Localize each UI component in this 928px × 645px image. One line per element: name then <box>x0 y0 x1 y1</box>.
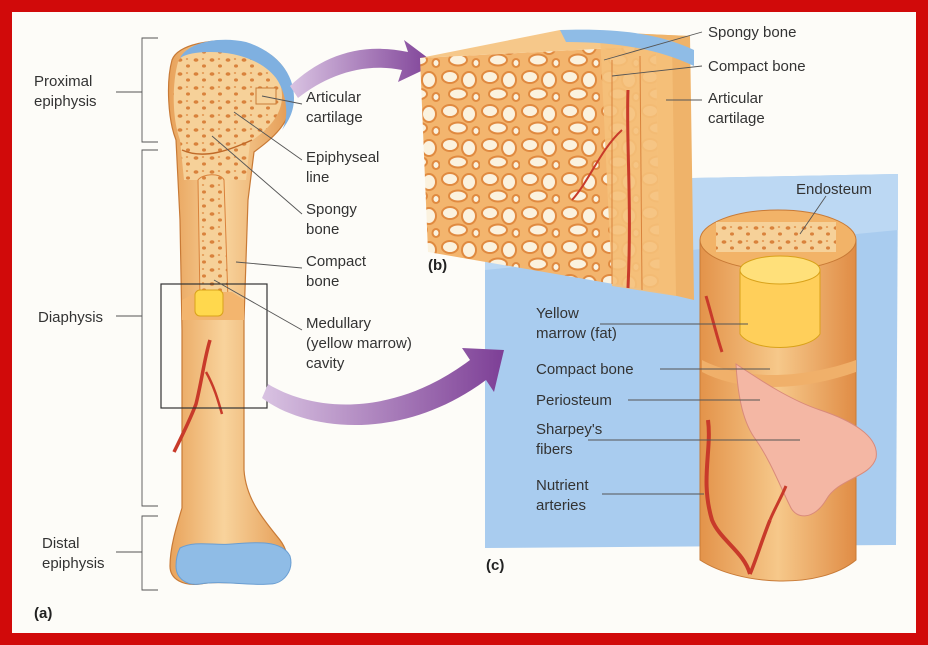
bracket-proximal <box>116 38 158 142</box>
long-bone <box>169 40 294 585</box>
label-epiphyseal-line: Epiphyseal line <box>306 149 384 186</box>
label-endosteum: Endosteum <box>796 181 872 198</box>
label-compact-bone-b: Compact bone <box>708 58 806 75</box>
label-diaphysis: Diaphysis <box>38 309 103 326</box>
panel-label-b: (b) <box>428 257 447 274</box>
panel-label-c: (c) <box>486 557 504 574</box>
arrow-to-c <box>262 348 504 425</box>
label-spongy-bone-b: Spongy bone <box>708 24 796 41</box>
label-distal-epiphysis: Distal epiphysis <box>42 535 105 572</box>
label-compact-bone-a: Compact bone <box>306 253 370 290</box>
label-proximal-epiphysis: Proximal epiphysis <box>34 73 97 110</box>
panel-c-bone-section <box>700 210 876 581</box>
bracket-distal <box>116 516 158 590</box>
label-spongy-bone-a: Spongy bone <box>306 201 361 238</box>
label-medullary-cavity: Medullary (yellow marrow) cavity <box>306 315 416 372</box>
panel-b-spongy-block <box>420 30 694 300</box>
label-articular-cartilage-b: Articular cartilage <box>708 90 767 127</box>
label-compact-bone-c: Compact bone <box>536 361 634 378</box>
panel-label-a: (a) <box>34 605 52 622</box>
bracket-diaphysis <box>116 150 158 506</box>
label-articular-cartilage-a: Articular cartilage <box>306 89 365 126</box>
label-periosteum: Periosteum <box>536 392 612 409</box>
